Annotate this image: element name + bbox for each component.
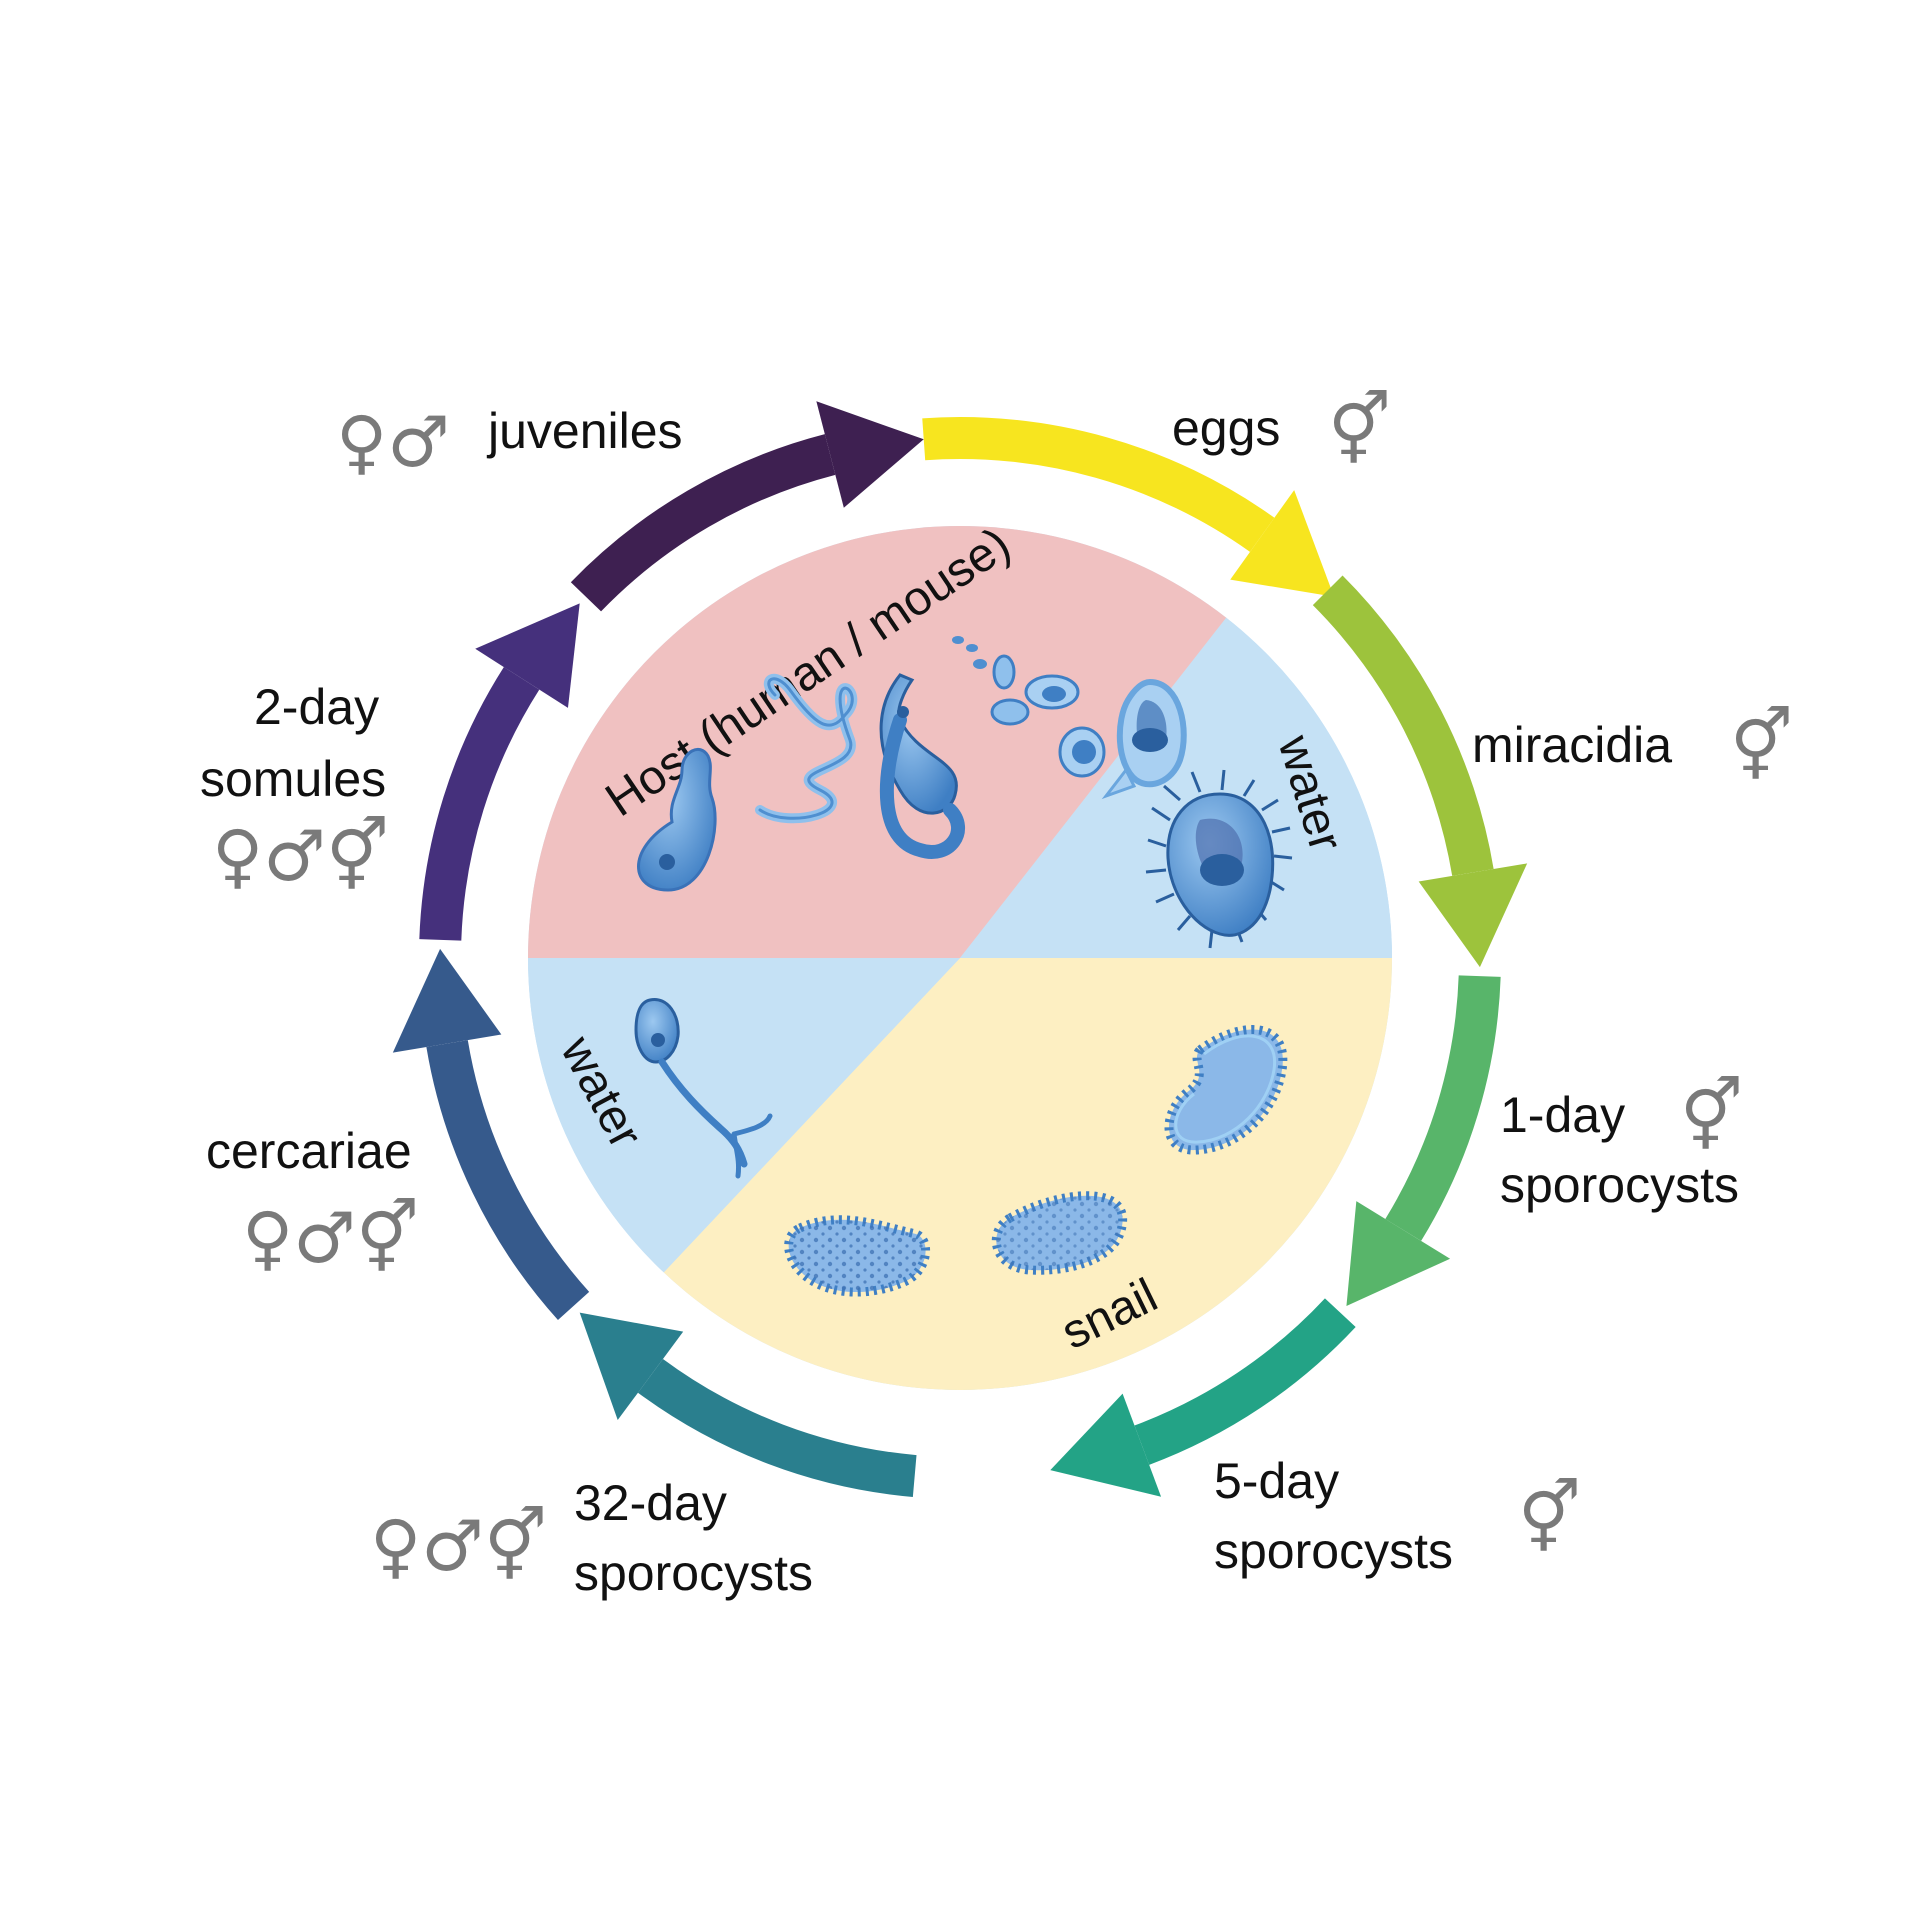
sporocyst-icon (784, 1215, 930, 1297)
stage-labels: eggs ⚥ miracidia ⚥ 1-day sporocysts ⚥ 5-… (200, 389, 1793, 1601)
arrow-body-miracidia (1312, 575, 1494, 876)
sex-symbols-cercariae: ♀♂⚥ (242, 1197, 419, 1279)
label-sporocysts-5d-line1: 5-day (1214, 1453, 1339, 1509)
label-sporocysts-1d-line2: sporocysts (1500, 1157, 1739, 1213)
egg-cluster-icon (952, 636, 1106, 778)
arrow-head-sporocysts-32d (579, 1312, 684, 1421)
label-sporocysts-32d-line2: sporocysts (574, 1545, 813, 1601)
arrow-body-juveniles (570, 434, 836, 612)
cycle-arrows (392, 401, 1528, 1497)
sex-symbols-miracidia: ⚥ (1730, 705, 1793, 787)
arrow-head-eggs (1230, 490, 1335, 597)
juvenile-icon (637, 748, 717, 892)
label-sporocysts-5d-line2: sporocysts (1214, 1523, 1453, 1579)
sex-symbols-eggs: ⚥ (1328, 389, 1391, 471)
arrow-head-juveniles (816, 401, 924, 508)
label-juveniles: juveniles (486, 403, 683, 459)
adult-worms-icon (755, 673, 965, 859)
sex-symbols-somules-2d: ♀♂⚥ (212, 815, 389, 897)
miracidium-icon (1145, 769, 1293, 949)
arrow-head-somules-2d (475, 603, 580, 708)
arrow-body-sporocysts-32d (637, 1358, 917, 1497)
arrow-head-sporocysts-1d (1346, 1201, 1451, 1306)
label-somules-2d-line1: 2-day (254, 679, 379, 735)
sex-symbols-sporocysts-5d: ⚥ (1518, 1477, 1581, 1559)
arrow-head-sporocysts-5d (1050, 1393, 1162, 1497)
arrow-body-eggs (922, 417, 1275, 552)
label-eggs: eggs (1172, 400, 1280, 456)
zone-snail (528, 958, 1392, 1390)
cercaria-icon (634, 998, 773, 1179)
egg-icon (1101, 678, 1187, 800)
label-sporocysts-1d-line1: 1-day (1500, 1087, 1625, 1143)
organisms (634, 636, 1293, 1297)
label-cercariae: cercariae (206, 1123, 412, 1179)
arrow-body-sporocysts-5d (1134, 1298, 1356, 1465)
sex-symbols-sporocysts-1d: ⚥ (1680, 1075, 1743, 1157)
arrow-body-somules-2d (419, 667, 540, 941)
label-sporocysts-32d-line1: 32-day (574, 1475, 727, 1531)
label-miracidia: miracidia (1472, 717, 1672, 773)
label-somules-2d-line2: somules (200, 751, 386, 807)
sporocyst-icon (991, 1191, 1128, 1275)
arrow-body-cercariae (426, 1040, 590, 1320)
arrow-head-miracidia (1418, 863, 1528, 968)
sporocyst-icon (1164, 1025, 1288, 1155)
arrow-body-sporocysts-1d (1385, 975, 1501, 1241)
arrow-head-cercariae (392, 948, 502, 1053)
sex-symbols-sporocysts-32d: ♀♂⚥ (370, 1505, 547, 1587)
sex-symbols-juveniles: ♀♂ (336, 401, 450, 483)
